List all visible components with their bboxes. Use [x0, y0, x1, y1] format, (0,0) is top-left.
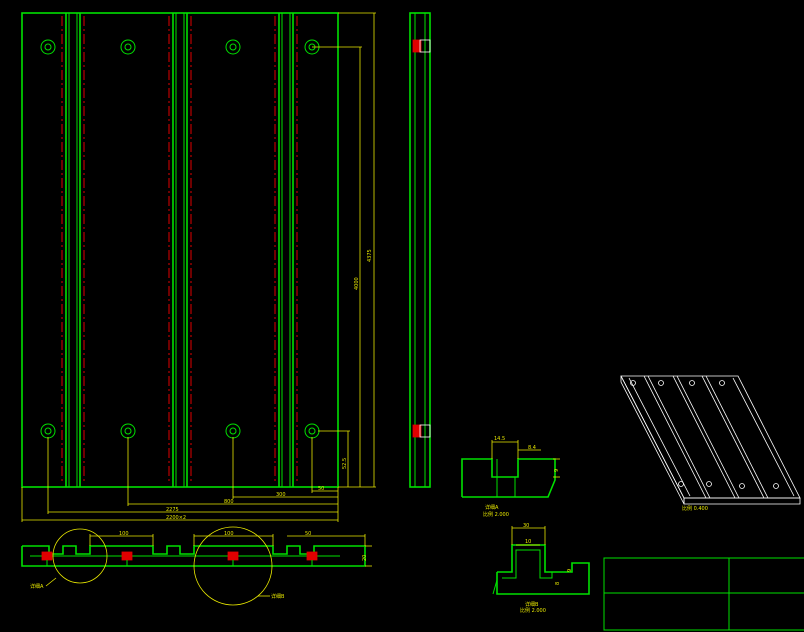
profile-view: 详细A 详细B 100 100 50 20	[21, 526, 372, 606]
detail-a-title: 详细A	[485, 504, 499, 511]
dim-edge: 50	[305, 531, 311, 537]
vertical-dimensions: 4375 4000 52.5	[312, 12, 376, 488]
horizontal-dimensions: 50 300 800 2275 2200×2	[21, 437, 339, 522]
dim-width-total: 2200×2	[166, 515, 186, 521]
side-outline	[409, 12, 431, 488]
detail-b-title: 详细B	[525, 601, 539, 608]
profile-outline	[21, 545, 366, 567]
dim-hole-offset-h: 50	[318, 486, 324, 492]
detail-b-ref: 详细B	[271, 593, 285, 600]
dim-thickness: 20	[362, 555, 368, 561]
detail-b-dim-side: 8	[555, 582, 561, 585]
detail-a: 14.5 8.4 9 详细A 比例 2.000	[461, 436, 560, 518]
detail-a-callout	[52, 528, 108, 584]
detail-b-dim-depth: 9	[567, 569, 573, 572]
front-view: 4375 4000 52.5 50 300 800 2275 2200×2	[21, 12, 376, 522]
detail-a-scale: 比例 2.000	[483, 511, 509, 518]
detail-a-outline	[461, 458, 556, 498]
side-view	[409, 12, 431, 488]
dim-width-mid: 800	[224, 499, 234, 505]
dim-pitch-left: 100	[119, 531, 129, 537]
dim-width-small: 300	[276, 492, 286, 498]
detail-a-dim1: 14.5	[494, 436, 505, 442]
detail-a-dim3: 9	[554, 469, 560, 472]
mounting-holes	[40, 39, 320, 439]
detail-b: 30 10 8 9 详细B 比例 2.000	[492, 523, 590, 614]
dim-height-top: 4000	[354, 277, 360, 290]
dim-hole-offset-v: 52.5	[342, 458, 348, 469]
iso-plate-top	[620, 375, 801, 499]
plate-outline	[21, 12, 339, 488]
title-block	[603, 557, 804, 631]
detail-b-callout	[193, 526, 273, 606]
detail-a-dim2: 8.4	[528, 445, 536, 451]
detail-b-dim-top: 30	[523, 523, 529, 529]
dim-width-2275: 2275	[166, 507, 179, 513]
detail-b-outline	[496, 544, 590, 595]
detail-a-ref: 详细A	[30, 583, 44, 590]
iso-scale: 比例 0.400	[682, 505, 708, 512]
detail-b-dim-slot: 10	[525, 539, 531, 545]
detail-b-scale: 比例 2.000	[520, 607, 546, 614]
isometric-view: 比例 0.400	[620, 375, 801, 512]
dim-height-total: 4375	[367, 249, 373, 262]
dim-pitch-right: 100	[224, 531, 234, 537]
